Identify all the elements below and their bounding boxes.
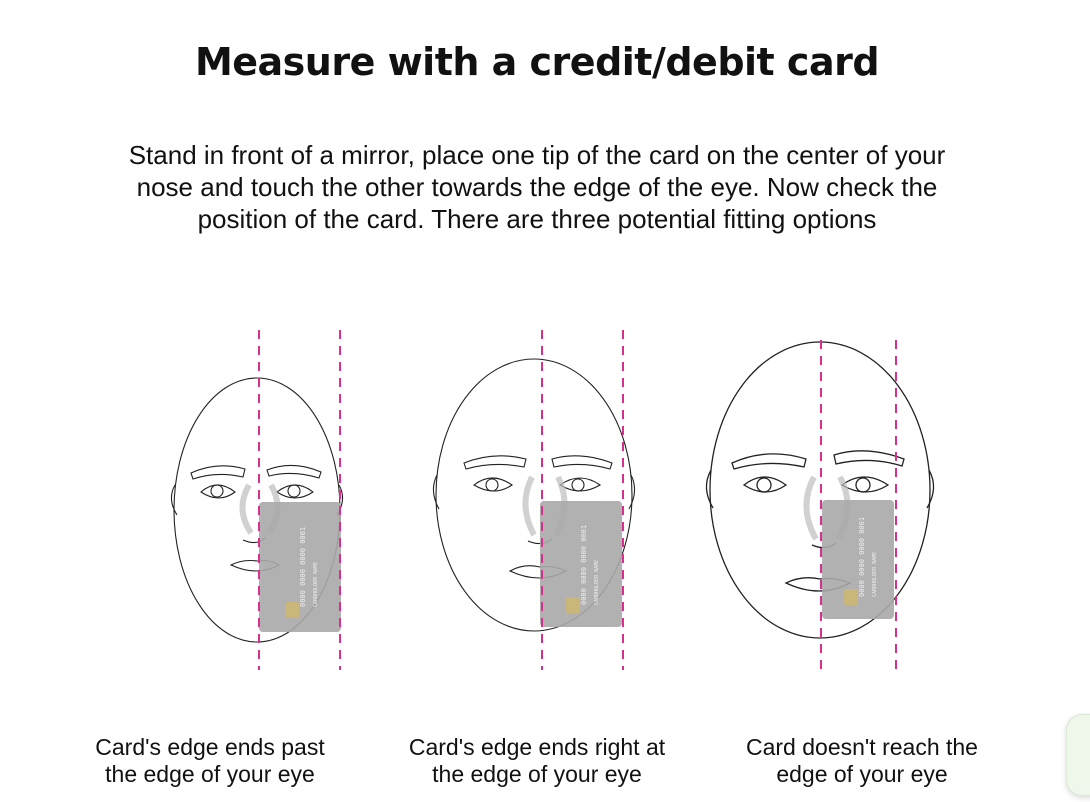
left-eye: [200, 484, 236, 499]
svg-text:0000 0000 0000 0001: 0000 0000 0000 0001: [580, 525, 588, 605]
caption-line: the edge of your eye: [432, 761, 642, 787]
face-outline: [435, 358, 633, 632]
right-eyebrow: [266, 464, 322, 479]
right-eye: [276, 484, 314, 499]
card-chip: [844, 589, 858, 605]
left-eye: [473, 477, 513, 492]
left-eye: [742, 476, 788, 493]
card-chip: [566, 597, 580, 613]
left-ear: [170, 484, 178, 516]
fit-option-caption: Card doesn't reach the edge of your eye: [712, 734, 1012, 788]
card-chip: [285, 602, 299, 618]
page-title: Measure with a credit/debit card: [194, 40, 880, 84]
caption-line: edge of your eye: [776, 761, 948, 787]
caption-line: Card doesn't reach the: [746, 734, 978, 760]
credit-card: [259, 502, 341, 632]
right-eyebrow: [833, 450, 905, 467]
caption-line: Card's edge ends past: [95, 734, 325, 760]
fit-option-short-of-eye-illustration: 0000 0000 0000 0001 CARDHOLDER NAME: [700, 325, 960, 675]
caption-line: Card's edge ends right at: [408, 734, 666, 760]
fit-option-caption: Card's edge ends right at the edge of yo…: [377, 734, 697, 788]
credit-card: [822, 500, 894, 619]
right-ear: [628, 474, 636, 510]
fit-option-caption: Card's edge ends past the edge of your e…: [60, 734, 360, 788]
instructions-text: Stand in front of a mirror, place one ti…: [50, 139, 1024, 235]
left-eyebrow: [190, 465, 246, 480]
right-eye: [840, 476, 890, 493]
credit-card: [540, 501, 622, 627]
fit-option-at-eye-illustration: 0000 0000 0000 0001 CARDHOLDER NAME: [428, 325, 688, 675]
right-ear: [926, 469, 935, 509]
caption-line: the edge of your eye: [105, 761, 315, 787]
left-ear: [705, 469, 714, 509]
right-eyebrow: [551, 455, 613, 470]
svg-text:0000 0000 0000 0001: 0000 0000 0000 0001: [299, 527, 307, 607]
instructions-line: position of the card. There are three po…: [197, 204, 877, 234]
instructions-line: Stand in front of a mirror, place one ti…: [128, 140, 946, 170]
svg-text:CARDHOLDER NAME: CARDHOLDER NAME: [313, 562, 319, 607]
svg-text:CARDHOLDER NAME: CARDHOLDER NAME: [872, 552, 878, 597]
face-with-card-illustration: 0000 0000 0000 0001 CARDHOLDER NAME: [432, 330, 636, 670]
face-with-card-illustration: 0000 0000 0000 0001 CARDHOLDER NAME: [170, 330, 344, 670]
face-with-card-illustration: 0000 0000 0000 0001 CARDHOLDER NAME: [705, 340, 935, 670]
left-ear: [432, 474, 440, 510]
right-eye: [558, 477, 602, 492]
left-eyebrow: [463, 455, 527, 470]
svg-text:0000 0000 0000 0001: 0000 0000 0000 0001: [858, 517, 866, 597]
chat-widget-icon[interactable]: [1066, 714, 1090, 796]
svg-text:CARDHOLDER NAME: CARDHOLDER NAME: [594, 560, 600, 605]
fit-option-past-eye-illustration: 0000 0000 0000 0001 CARDHOLDER NAME: [145, 325, 405, 675]
left-eyebrow: [731, 453, 807, 470]
instructions-line: nose and touch the other towards the edg…: [136, 172, 938, 202]
